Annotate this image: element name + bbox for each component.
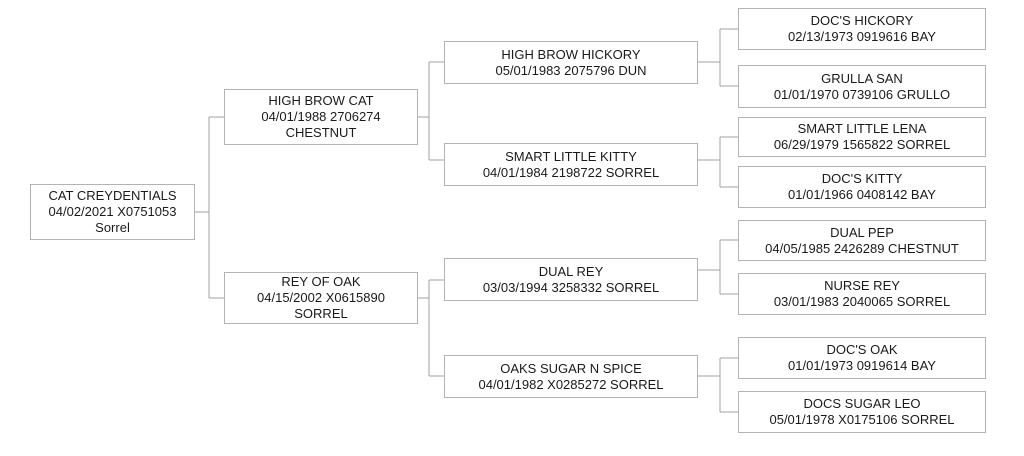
horse-name: SMART LITTLE LENA: [797, 121, 927, 136]
connector-sire: [418, 61, 444, 161]
horse-info: 04/15/2002 X0615890: [257, 290, 385, 305]
sire-box: HIGH BROW CAT 04/01/1988 2706274 CHESTNU…: [224, 89, 418, 145]
horse-info: 03/01/1983 2040065 SORREL: [773, 294, 951, 309]
horse-info: 06/29/1979 1565822 SORREL: [773, 137, 951, 152]
sire-sire-dam-box: GRULLA SAN 01/01/1970 0739106 GRULLO: [738, 65, 986, 108]
horse-name: DUAL PEP: [830, 224, 894, 240]
sire-dam-dam-box: DOC'S KITTY 01/01/1966 0408142 BAY: [738, 166, 986, 208]
horse-name: DOCS SUGAR LEO: [803, 396, 921, 411]
horse-name: NURSE REY: [824, 278, 900, 293]
connector-dam: [418, 279, 444, 377]
dam-sire-sire-box: DUAL PEP 04/05/1985 2426289 CHESTNUT: [738, 220, 986, 261]
horse-name: OAKS SUGAR N SPICE: [500, 360, 642, 376]
connector-sire-dam: [698, 136, 738, 188]
horse-color: CHESTNUT: [285, 125, 357, 140]
sire-dam-sire-box: SMART LITTLE LENA 06/29/1979 1565822 SOR…: [738, 117, 986, 157]
dam-dam-dam-box: DOCS SUGAR LEO 05/01/1978 X0175106 SORRE…: [738, 391, 986, 433]
horse-info: 04/02/2021 X0751053: [48, 204, 177, 219]
horse-name: REY OF OAK: [281, 274, 361, 289]
subject-horse-box: CAT CREYDENTIALS 04/02/2021 X0751053 Sor…: [30, 184, 195, 240]
horse-name: DUAL REY: [538, 263, 604, 279]
horse-info: 01/01/1973 0919614 BAY: [788, 358, 936, 373]
sire-sire-box: HIGH BROW HICKORY 05/01/1983 2075796 DUN: [444, 41, 698, 84]
connector-dam-sire: [698, 239, 738, 295]
dam-sire-dam-box: NURSE REY 03/01/1983 2040065 SORREL: [738, 273, 986, 315]
dam-dam-box: OAKS SUGAR N SPICE 04/01/1982 X0285272 S…: [444, 355, 698, 398]
connector-sire-sire: [698, 28, 738, 87]
horse-info: 04/01/1984 2198722 SORREL: [482, 164, 660, 180]
horse-color: Sorrel: [95, 220, 130, 235]
horse-info: 05/01/1978 X0175106 SORREL: [769, 412, 955, 427]
horse-name: HIGH BROW CAT: [268, 93, 374, 108]
sire-sire-sire-box: DOC'S HICKORY 02/13/1973 0919616 BAY: [738, 8, 986, 50]
horse-info: 05/01/1983 2075796 DUN: [495, 62, 647, 78]
horse-name: DOC'S OAK: [826, 342, 898, 357]
connector-dam-dam: [698, 357, 738, 413]
dam-sire-box: DUAL REY 03/03/1994 3258332 SORREL: [444, 258, 698, 301]
horse-name: CAT CREYDENTIALS: [48, 188, 177, 203]
dam-dam-sire-box: DOC'S OAK 01/01/1973 0919614 BAY: [738, 337, 986, 379]
horse-color: SORREL: [294, 306, 348, 321]
dam-box: REY OF OAK 04/15/2002 X0615890 SORREL: [224, 272, 418, 324]
horse-name: DOC'S HICKORY: [810, 13, 914, 28]
connector-subject: [195, 116, 224, 299]
sire-dam-box: SMART LITTLE KITTY 04/01/1984 2198722 SO…: [444, 143, 698, 186]
horse-info: 03/03/1994 3258332 SORREL: [482, 279, 660, 295]
horse-info: 04/01/1988 2706274: [261, 109, 381, 124]
horse-name: GRULLA SAN: [821, 70, 903, 86]
horse-info: 02/13/1973 0919616 BAY: [788, 29, 936, 44]
horse-name: HIGH BROW HICKORY: [501, 46, 641, 62]
horse-info: 01/01/1966 0408142 BAY: [788, 187, 936, 202]
horse-info: 04/05/1985 2426289 CHESTNUT: [765, 240, 959, 256]
horse-name: SMART LITTLE KITTY: [505, 148, 637, 164]
horse-info: 01/01/1970 0739106 GRULLO: [773, 86, 951, 102]
horse-name: DOC'S KITTY: [821, 171, 903, 186]
horse-info: 04/01/1982 X0285272 SORREL: [478, 376, 664, 392]
